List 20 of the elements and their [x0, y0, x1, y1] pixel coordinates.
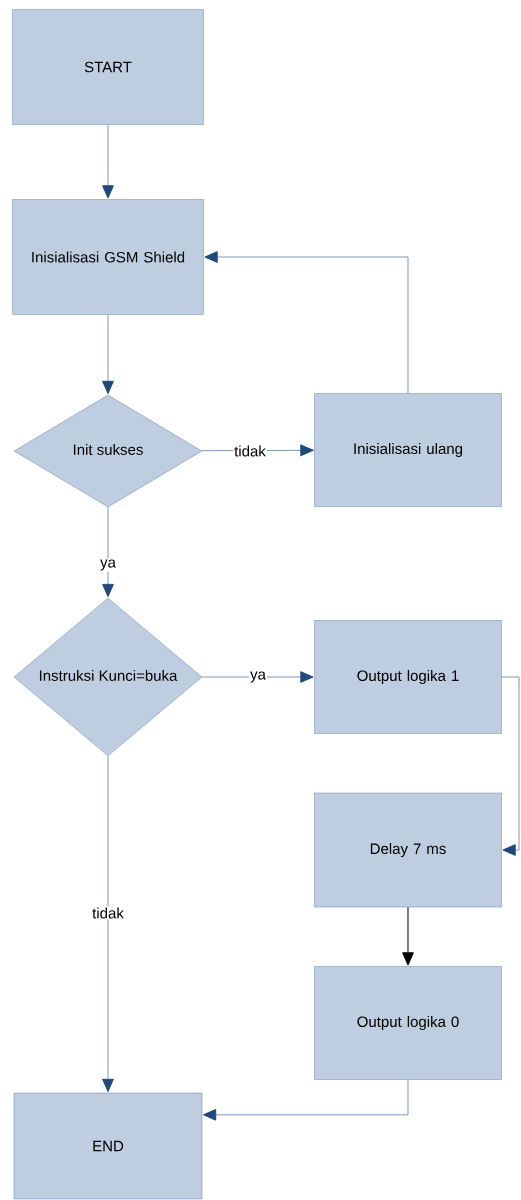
edge-label: ya — [99, 558, 117, 572]
arrow — [201, 671, 314, 683]
arrow — [201, 444, 314, 457]
arrow — [202, 1079, 409, 1121]
arrow — [102, 506, 114, 598]
arrow — [402, 906, 414, 966]
arrow — [102, 755, 114, 1093]
arrow — [501, 676, 520, 856]
process-box: Output logika 1 — [314, 620, 502, 734]
arrow — [204, 251, 409, 394]
process-box: START — [12, 9, 204, 125]
arrow — [102, 314, 114, 395]
edge-label: ya — [249, 670, 267, 684]
process-box: END — [13, 1092, 203, 1200]
process-box: Inisialisasi ulang — [314, 393, 502, 507]
process-box: Inisialisasi GSM Shield — [12, 199, 204, 315]
process-box: Delay 7 ms — [314, 792, 502, 908]
arrow — [102, 124, 114, 199]
edge-label: tidak — [91, 906, 125, 920]
process-box: Output logika 0 — [314, 966, 502, 1080]
